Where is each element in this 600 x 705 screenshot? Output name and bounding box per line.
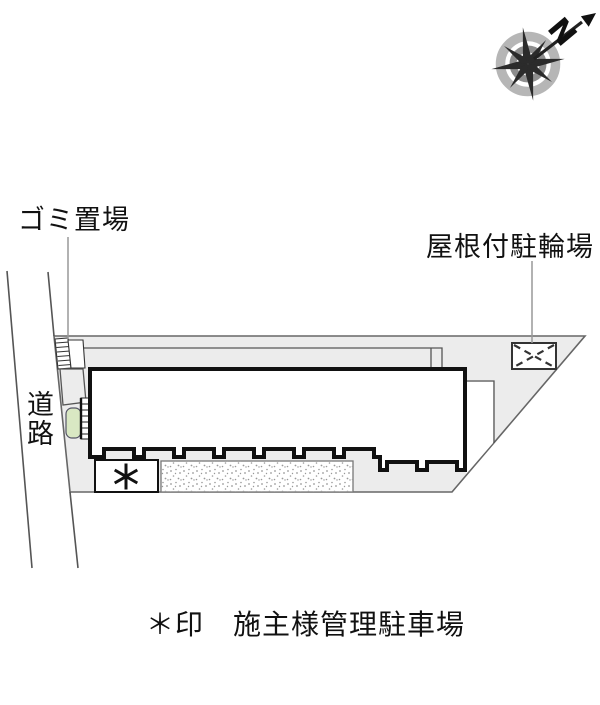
svg-text:路: 路: [27, 419, 55, 450]
road-left-edge: [6, 270, 33, 569]
north-arrow-icon: [533, 13, 596, 61]
bicycle-parking-box: [511, 342, 557, 370]
bicycle-roof-x-icon: [513, 344, 555, 368]
compass-rose-icon: N: [491, 11, 596, 101]
gravel-parking-area: [160, 460, 354, 493]
road-right-edge-upper: [47, 271, 55, 337]
building-outline: [88, 367, 467, 472]
setback-line: [84, 347, 443, 369]
right-walkway-lines: [466, 380, 495, 443]
owner-parking-box: [94, 459, 159, 493]
garbage-area-label: ゴミ置場: [18, 205, 130, 236]
caption-text: ＊印 施主様管理駐車場: [146, 608, 465, 641]
road-right-edge-lower: [69, 491, 79, 569]
owner-parking-asterisk-icon: [113, 463, 139, 490]
road-label: 道 路: [27, 390, 55, 450]
planting-bush: [65, 407, 82, 439]
right-walkway: [466, 382, 493, 474]
bicycle-parking-label: 屋根付駐輪場: [426, 232, 594, 263]
garbage-storage-area: [54, 337, 86, 370]
svg-text:道: 道: [27, 390, 55, 421]
